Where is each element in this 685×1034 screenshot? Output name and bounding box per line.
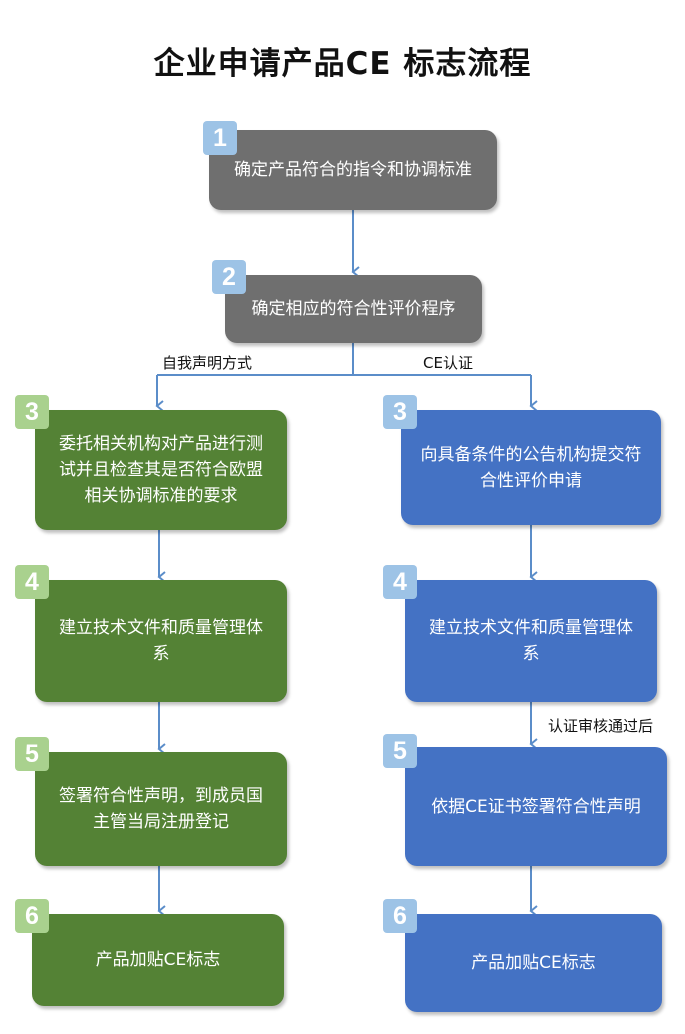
right-step-5-box: 依据CE证书签署符合性声明 bbox=[405, 747, 667, 866]
right-step-4-text: 建立技术文件和质量管理体系 bbox=[429, 618, 633, 664]
left-step-5-text: 签署符合性声明，到成员国主管当局注册登记 bbox=[59, 786, 263, 832]
left-step-3-box: 委托相关机构对产品进行测试并且检查其是否符合欧盟相关协调标准的要求 bbox=[35, 410, 287, 530]
left-step-4-badge: 4 bbox=[15, 565, 49, 599]
step-2-badge: 2 bbox=[212, 260, 246, 294]
left-step-3-badge: 3 bbox=[15, 395, 49, 429]
step-1-box: 确定产品符合的指令和协调标准 bbox=[209, 130, 497, 210]
left-step-5-badge: 5 bbox=[15, 737, 49, 771]
right-step-6-badge: 6 bbox=[383, 899, 417, 933]
left-step-3-text: 委托相关机构对产品进行测试并且检查其是否符合欧盟相关协调标准的要求 bbox=[59, 434, 263, 506]
right-approval-note: 认证审核通过后 bbox=[548, 717, 654, 735]
left-step-4-text: 建立技术文件和质量管理体系 bbox=[59, 618, 263, 664]
left-step-6-text: 产品加贴CE标志 bbox=[95, 950, 221, 970]
right-step-5-badge: 5 bbox=[383, 734, 417, 768]
page-title: 企业申请产品CE 标志流程 bbox=[153, 46, 532, 82]
right-step-3-badge: 3 bbox=[383, 395, 417, 429]
right-step-3-box: 向具备条件的公告机构提交符合性评价申请 bbox=[401, 410, 661, 525]
right-step-3-text: 向具备条件的公告机构提交符合性评价申请 bbox=[420, 444, 642, 491]
step-2-text: 确定相应的符合性评价程序 bbox=[251, 299, 456, 319]
right-step-6-text: 产品加贴CE标志 bbox=[471, 953, 596, 973]
step-2-box: 确定相应的符合性评价程序 bbox=[225, 275, 482, 343]
left-step-5-box: 签署符合性声明，到成员国主管当局注册登记 bbox=[35, 752, 287, 866]
left-step-6-box: 产品加贴CE标志 bbox=[32, 914, 284, 1006]
left-step-4-box: 建立技术文件和质量管理体系 bbox=[35, 580, 287, 702]
step-1-text: 确定产品符合的指令和协调标准 bbox=[234, 160, 472, 180]
right-step-4-box: 建立技术文件和质量管理体系 bbox=[405, 580, 657, 702]
left-branch-label: 自我声明方式 bbox=[162, 354, 253, 372]
left-step-6-badge: 6 bbox=[15, 899, 49, 933]
right-step-5-text: 依据CE证书签署符合性声明 bbox=[431, 796, 641, 817]
right-branch-label: CE认证 bbox=[423, 354, 473, 372]
step-1-badge: 1 bbox=[203, 121, 237, 155]
right-step-4-badge: 4 bbox=[383, 565, 417, 599]
right-step-6-box: 产品加贴CE标志 bbox=[405, 914, 662, 1012]
